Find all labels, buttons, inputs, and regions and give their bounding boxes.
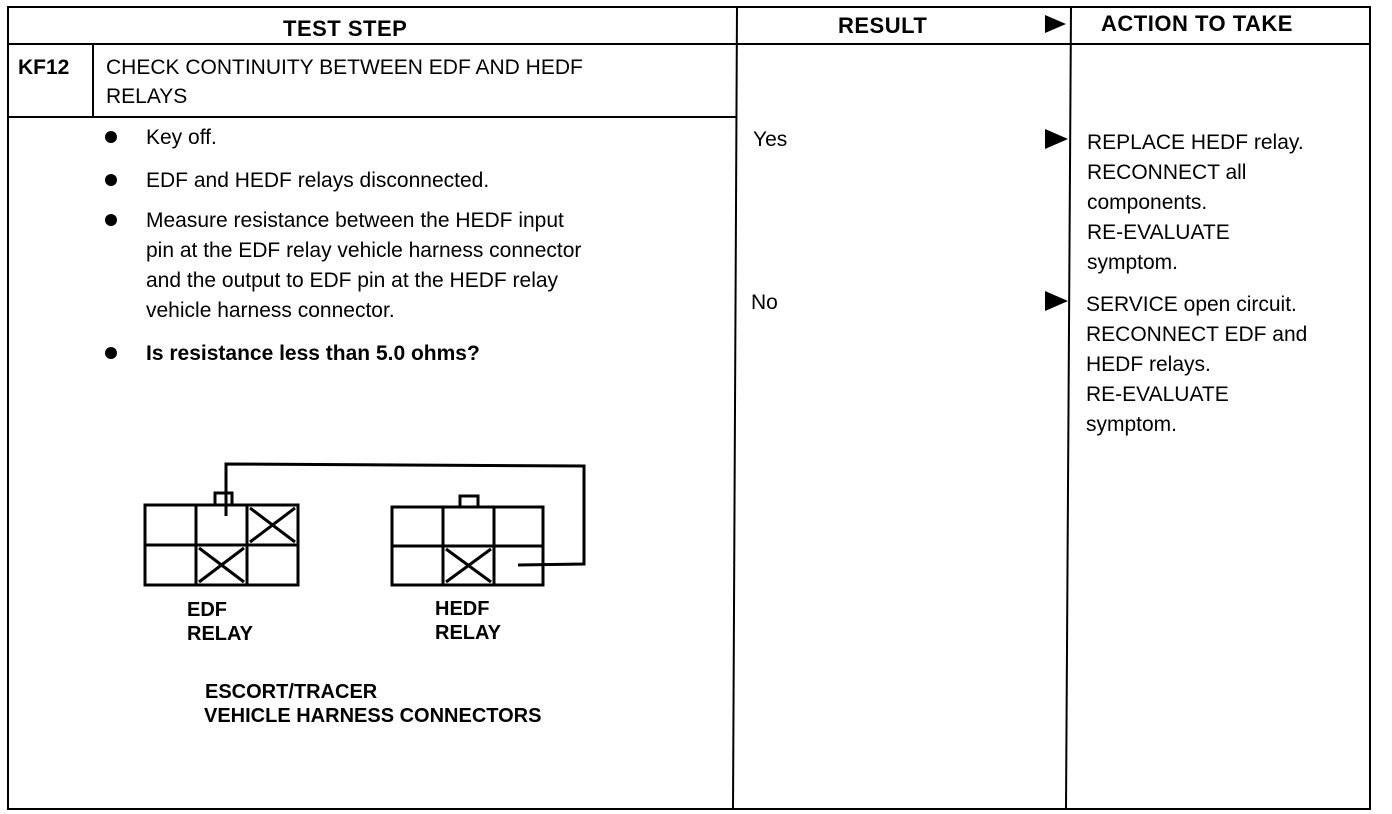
table-outer-border — [7, 6, 1371, 810]
header-test-step: TEST STEP — [283, 16, 408, 41]
column-divider-action — [1065, 6, 1072, 810]
bullet-3-line3: and the output to EDF pin at the HEDF re… — [146, 269, 559, 292]
bullet-2-text: EDF and HEDF relays disconnected. — [146, 169, 490, 192]
result-no: No — [751, 291, 778, 314]
header-result: RESULT — [838, 13, 928, 38]
bullet-3-line4: vehicle harness connector. — [146, 299, 395, 322]
header-arrow-icon — [1045, 15, 1066, 33]
bullet-4-text: Is resistance less than 5.0 ohms? — [146, 342, 480, 365]
no-arrow-icon — [1045, 291, 1068, 311]
result-yes: Yes — [753, 128, 788, 151]
bullet-1-text: Key off. — [146, 126, 217, 149]
edf-label-line1: EDF — [187, 599, 227, 621]
action-no: SERVICE open circuit. RECONNECT EDF and … — [1086, 293, 1308, 436]
hedf-label-line2: RELAY — [435, 622, 501, 644]
hedf-label-line1: HEDF — [435, 598, 490, 620]
step-title-line1: CHECK CONTINUITY BETWEEN EDF AND HEDF — [106, 56, 583, 79]
column-divider-result — [732, 6, 738, 810]
action-yes: REPLACE HEDF relay. RECONNECT all compon… — [1087, 131, 1304, 274]
jumper-wire — [224, 462, 586, 567]
bullet-icon — [105, 347, 117, 359]
bullet-3-line2: pin at the EDF relay vehicle harness con… — [146, 239, 582, 262]
bullet-3-line1: Measure resistance between the HEDF inpu… — [146, 209, 564, 232]
diagram-caption-line1: ESCORT/TRACER — [205, 681, 378, 703]
header-action: ACTION TO TAKE — [1101, 11, 1293, 36]
yes-arrow-icon — [1045, 129, 1068, 149]
bullet-icon — [105, 174, 117, 186]
step-title-line2: RELAYS — [106, 85, 188, 108]
bullet-icon — [105, 214, 117, 226]
edf-label-line2: RELAY — [187, 623, 253, 645]
connector-diagram — [143, 462, 586, 587]
bullet-icon — [105, 131, 117, 143]
step-code: KF12 — [18, 56, 70, 79]
diagram-caption-line2: VEHICLE HARNESS CONNECTORS — [204, 705, 542, 727]
